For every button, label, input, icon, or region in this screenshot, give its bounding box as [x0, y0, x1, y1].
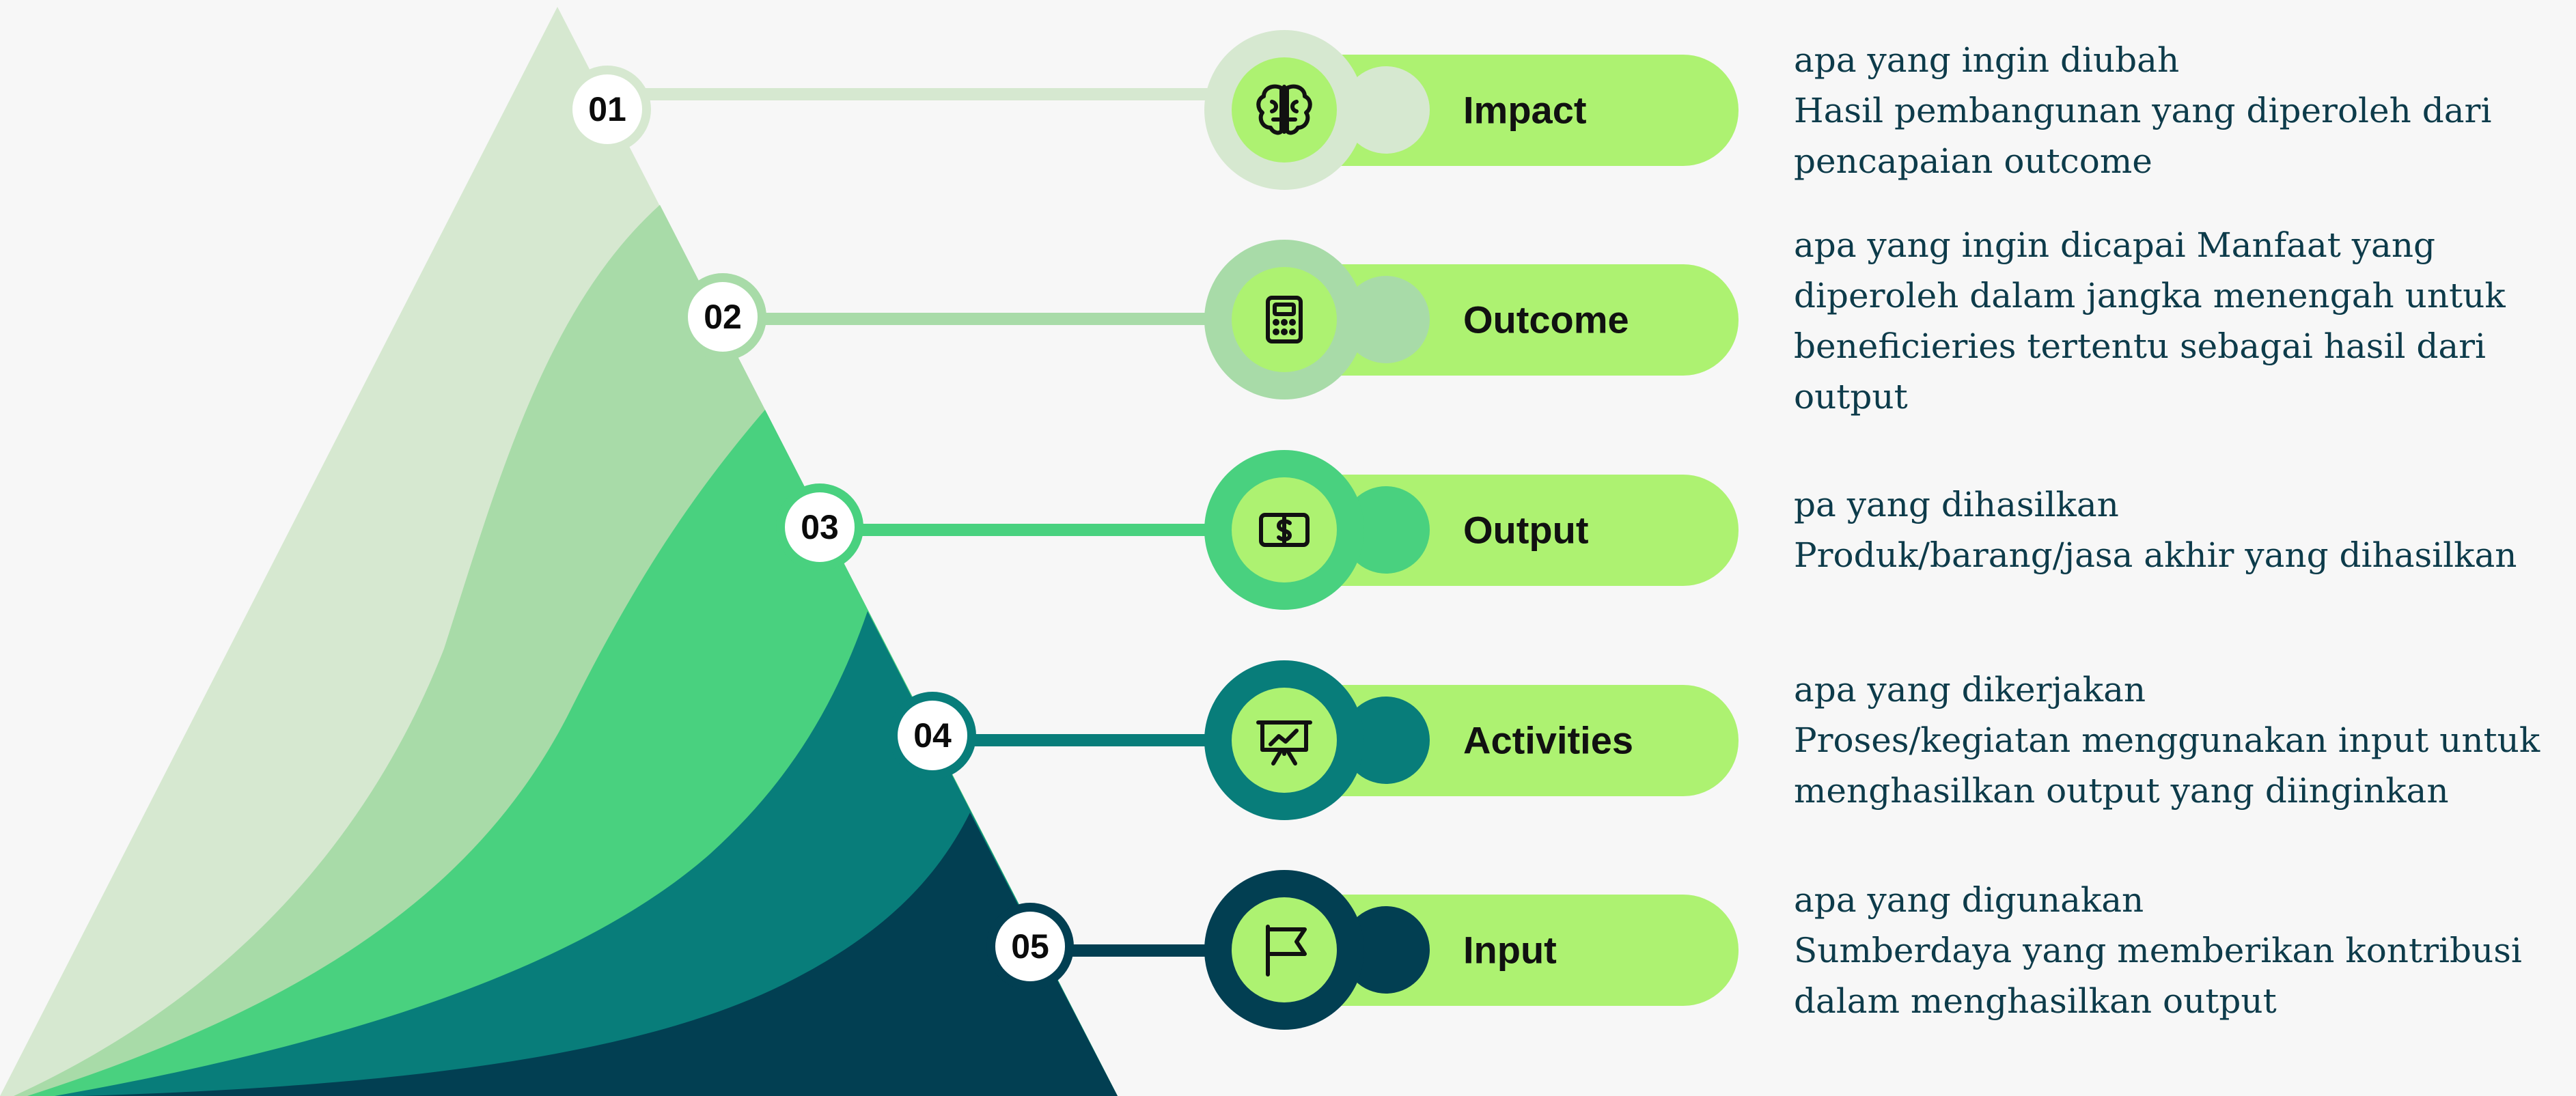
description-line: apa yang digunakan [1794, 880, 2144, 920]
description-line: pencapaian outcome [1794, 141, 2152, 181]
description-line: output [1794, 377, 1908, 417]
brain-icon [1256, 84, 1312, 135]
step-pill: Input [1204, 870, 1739, 1030]
connector-line-4 [929, 734, 1223, 746]
step-number-badge: 03 [776, 483, 863, 571]
connector-line-2 [724, 313, 1223, 325]
step-description: apa yang ingin dicapai Manfaat yang dipe… [1794, 220, 2559, 422]
step-number: 04 [913, 716, 952, 755]
connector-line-5 [1031, 944, 1223, 957]
description-line: apa yang ingin diubah [1794, 40, 2180, 80]
description-line: Proses/kegiatan menggunakan input untuk [1794, 720, 2540, 760]
step-number: 02 [704, 298, 742, 336]
connector-line-3 [820, 524, 1223, 536]
description-line: beneficieries tertentu sebagai hasil dar… [1794, 326, 2487, 366]
description-line: Sumberdaya yang memberikan kontribusi [1794, 931, 2522, 970]
step-description: apa yang ingin diubah Hasil pembangunan … [1794, 35, 2559, 186]
step-number-badge: 05 [986, 903, 1074, 990]
step-label: Output [1463, 509, 1588, 552]
money-icon [1259, 513, 1310, 547]
step-label: Activities [1463, 719, 1633, 762]
step-number: 05 [1011, 927, 1049, 966]
step-number-badge: 01 [564, 66, 651, 153]
description-line: Produk/barang/jasa akhir yang dihasilkan [1794, 535, 2517, 575]
step-number-badge: 04 [889, 692, 976, 779]
description-line: apa yang dikerjakan [1794, 670, 2146, 709]
step-label: Impact [1463, 89, 1587, 132]
step-description: pa yang dihasilkan Produk/barang/jasa ak… [1794, 479, 2559, 580]
description-line: dalam menghasilkan output [1794, 981, 2277, 1021]
description-line: menghasilkan output yang diinginkan [1794, 771, 2449, 811]
step-description: apa yang dikerjakan Proses/kegiatan meng… [1794, 664, 2559, 816]
step-number-badge: 02 [679, 273, 766, 361]
step-description: apa yang digunakan Sumberdaya yang membe… [1794, 875, 2559, 1026]
presentation-board-icon [1256, 720, 1312, 765]
step-pill: Outcome [1204, 240, 1739, 399]
step-number: 03 [801, 508, 839, 546]
description-line: diperoleh dalam jangka menengah untuk [1794, 276, 2506, 315]
pyramid-layer-5 [82, 813, 1118, 1096]
step-pill: Impact [1204, 30, 1739, 190]
flag-icon [1266, 925, 1307, 976]
description-line: Hasil pembangunan yang diperoleh dari [1794, 91, 2492, 130]
connector-line-1 [608, 88, 1223, 100]
step-number: 01 [588, 90, 626, 128]
step-label: Outcome [1463, 298, 1629, 341]
description-line: pa yang dihasilkan [1794, 485, 2119, 524]
step-label: Input [1463, 929, 1557, 972]
calculator-icon [1266, 296, 1303, 343]
description-line: apa yang ingin dicapai Manfaat yang [1794, 225, 2436, 265]
